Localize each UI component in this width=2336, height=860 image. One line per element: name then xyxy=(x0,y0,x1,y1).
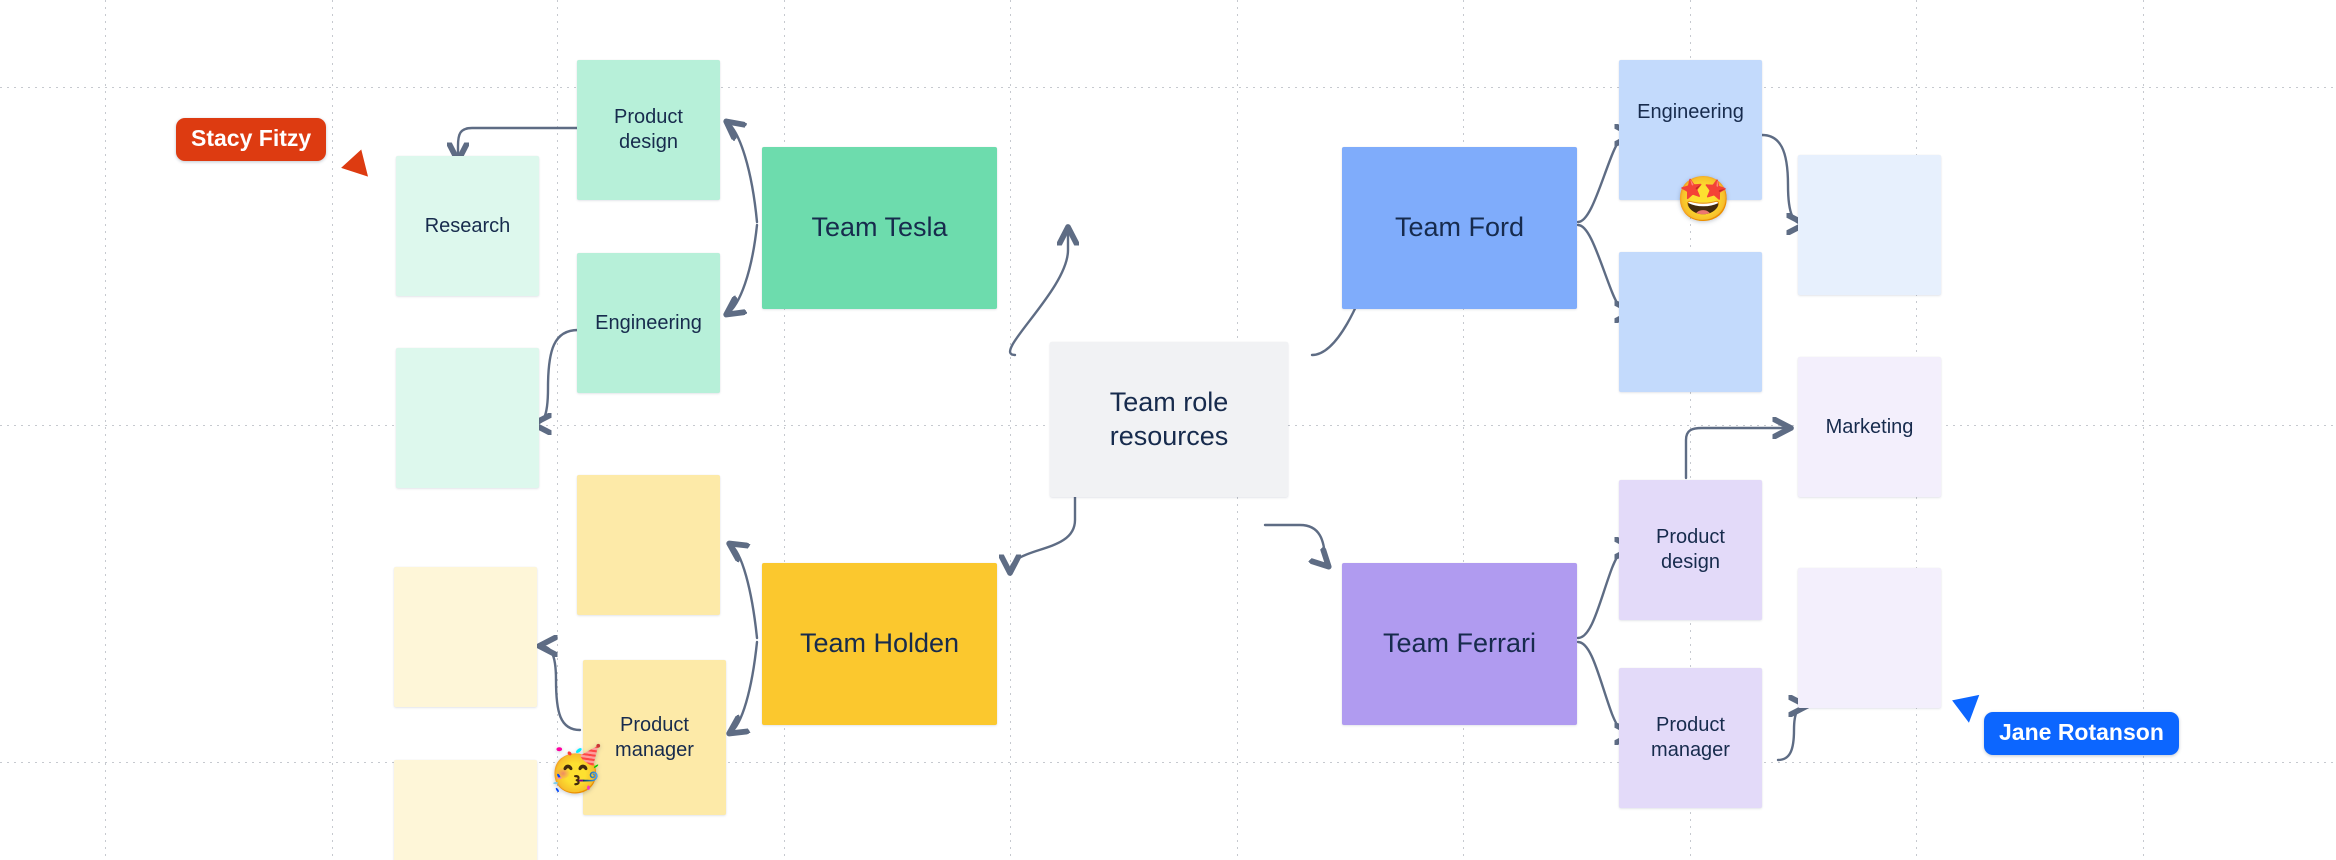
node-label: Product design xyxy=(614,106,683,153)
node-ferrari-sub-2[interactable] xyxy=(1798,568,1941,708)
node-tesla-research[interactable]: Research xyxy=(396,156,539,296)
cursor-pointer-jane xyxy=(1952,685,1989,723)
node-tesla-product-design[interactable]: Product design xyxy=(577,60,720,200)
node-tesla-sub-2[interactable] xyxy=(396,348,539,488)
node-label: Research xyxy=(424,214,511,237)
node-label: Product manager xyxy=(1651,714,1730,761)
edge-ferrari-product-manager-to-sub xyxy=(1776,706,1806,762)
node-label: Team Tesla xyxy=(811,212,948,243)
edge-holden-to-product-manager xyxy=(730,640,759,733)
gridline-horizontal xyxy=(0,87,2336,88)
node-team-role-resources[interactable]: Team role resources xyxy=(1050,342,1288,497)
node-label: Team Ford xyxy=(1394,212,1525,243)
node-tesla-engineering[interactable]: Engineering xyxy=(577,253,720,393)
node-holden-sub-1[interactable] xyxy=(394,567,537,707)
cursor-label-stacy[interactable]: Stacy Fitzy xyxy=(176,118,327,161)
edge-engineering-to-sub xyxy=(534,328,580,424)
gridline-horizontal xyxy=(0,762,2336,763)
node-ferrari-marketing[interactable]: Marketing xyxy=(1798,357,1941,497)
node-ferrari-product-manager[interactable]: Product manager xyxy=(1619,668,1762,808)
edge-tesla-to-engineering xyxy=(727,223,759,314)
node-label: Product manager xyxy=(615,713,694,761)
star-struck-emoji[interactable]: 🤩 xyxy=(1676,175,1731,224)
node-label: Marketing xyxy=(1825,415,1914,438)
edge-tesla-to-product-design xyxy=(727,122,759,224)
node-label: Engineering xyxy=(1637,101,1744,123)
node-team-holden[interactable]: Team Holden xyxy=(762,563,997,725)
edge-center-to-holden xyxy=(1010,493,1077,572)
gridline-vertical xyxy=(784,0,785,860)
gridline-vertical xyxy=(1010,0,1011,860)
node-ferrari-product-design[interactable]: Product design xyxy=(1619,480,1762,620)
edge-product-manager-to-sub xyxy=(540,646,582,732)
cursor-pointer-stacy xyxy=(337,149,369,183)
gridline-vertical xyxy=(332,0,333,860)
node-label: Product design xyxy=(1656,526,1725,573)
node-team-ford[interactable]: Team Ford xyxy=(1342,147,1577,309)
edge-product-design-to-marketing xyxy=(1684,428,1790,480)
node-holden-product-manager[interactable]: Product manager xyxy=(583,660,726,815)
node-ford-role-bottom[interactable] xyxy=(1619,252,1762,392)
node-ford-sub-1[interactable] xyxy=(1798,155,1941,295)
node-label: Engineering xyxy=(595,311,702,334)
edge-center-to-ferrari xyxy=(1263,523,1328,566)
gridline-vertical xyxy=(1463,0,1464,860)
node-team-ferrari[interactable]: Team Ferrari xyxy=(1342,563,1577,725)
cursor-label-jane[interactable]: Jane Rotanson xyxy=(1984,712,2179,755)
edge-holden-to-role-top xyxy=(730,544,759,640)
node-holden-role-top[interactable] xyxy=(577,475,720,615)
gridline-vertical xyxy=(105,0,106,860)
partying-face-emoji[interactable]: 🥳 xyxy=(548,745,603,794)
gridline-vertical xyxy=(557,0,558,860)
node-team-tesla[interactable]: Team Tesla xyxy=(762,147,997,309)
node-holden-sub-2[interactable] xyxy=(394,760,537,860)
node-label: Team Ferrari xyxy=(1382,628,1537,659)
edge-center-to-tesla xyxy=(1008,228,1068,357)
gridline-vertical xyxy=(2143,0,2144,860)
node-ford-engineering[interactable]: Engineering xyxy=(1619,60,1762,200)
node-label: Team role resources xyxy=(1109,386,1229,451)
node-label: Team Holden xyxy=(799,628,960,659)
